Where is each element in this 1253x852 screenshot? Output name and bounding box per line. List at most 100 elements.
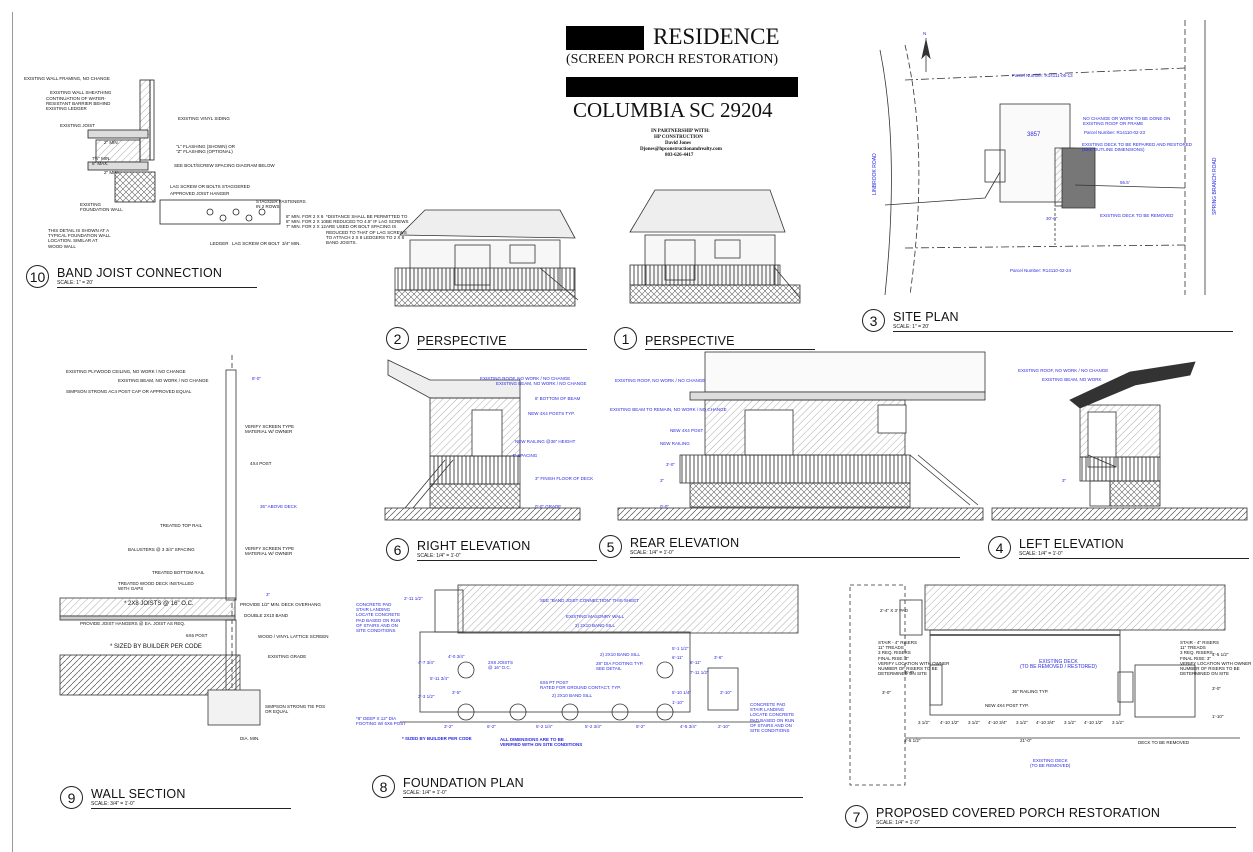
dimension: 4'-0 3/4"	[448, 654, 465, 659]
detail-name: REAR ELEVATION	[630, 536, 740, 550]
company-name: HP CONSTRUCTION	[654, 135, 703, 140]
note: BALUSTERS @ 3 3/4" SPACING	[128, 547, 195, 552]
partnership-label: IN PARTNERSHIP WITH:	[651, 129, 710, 134]
note: EXISTING DECK (TO BE REMOVED / RESTORED)	[1020, 659, 1097, 671]
dimension: 5'-2 1/4"	[536, 724, 553, 729]
left-elevation-drawing	[991, 361, 1248, 521]
note: EXISTING BEAM TO REMAIN, NO WORK / NO CH…	[610, 407, 727, 412]
note: 8" MIN. FOR 2 X 8 8" MIN. FOR 2 X 10 7" …	[286, 214, 326, 230]
porch-plan-drawing	[849, 584, 1240, 786]
note: * 2X8 JOISTS @ 16" O.C.	[124, 601, 194, 607]
note: ALL DIMENSIONS ARE TO BE VERIFIED WITH O…	[500, 737, 583, 748]
detail-name: LEFT ELEVATION	[1019, 537, 1124, 551]
dimension: 4'-5 3/4"	[680, 724, 697, 729]
note: PROVIDE JOIST HANGERS @ EA. JOIST AS REQ…	[80, 621, 186, 626]
dimension: 3 1/2"	[1112, 720, 1124, 725]
note: TREATED WOOD DECK INSTALLED WITH GAPS	[118, 581, 194, 592]
dimension: 4'-10 3/4"	[988, 720, 1007, 725]
note: SIMPSON STRONG TIE POS OR EQUAL	[265, 704, 326, 715]
detail-scale: SCALE: 1" = 20'	[893, 324, 929, 330]
note: TREATED BOTTOM RAIL	[152, 570, 205, 575]
parcel-label: Parcel Number: R14110-02-24	[1010, 268, 1071, 273]
note: STAIR - 4" RISERS 11" TREADS 3 REQ. RISE…	[878, 640, 950, 677]
detail-scale: SCALE: 1" = 20'	[57, 280, 93, 286]
parcel-label: Parcel Number: R14110-02-23	[1084, 130, 1145, 135]
note: STAGGER FASTENERS IN 2 ROWS	[256, 199, 306, 210]
note: EXISTING DECK (TO BE REMOVED)	[1030, 758, 1071, 769]
detail-name: RIGHT ELEVATION	[417, 539, 531, 553]
note: *8" DEEP X 12" DIA FOOTING W/ 6X6 POST	[356, 716, 407, 727]
dimension: 3'-10"	[720, 690, 732, 695]
note: CONTINUATION OF WATER- RESISTANT BARRIER…	[46, 96, 111, 112]
detail-name: PERSPECTIVE	[645, 334, 735, 348]
dimension: 5'-10 1/4"	[672, 690, 691, 695]
dimension: 3'-0"	[666, 462, 675, 467]
detail-name: WALL SECTION	[91, 787, 186, 801]
band-joist-drawing	[87, 79, 281, 225]
contact-email: Djones@hpconstructionandrealty.com	[640, 147, 722, 152]
dimension: 1'-10"	[1212, 714, 1224, 719]
detail-scale: SCALE: 1/4" = 1'-0"	[1019, 551, 1063, 557]
note: DOUBLE 2X10 BAND	[244, 613, 289, 618]
contact-phone: 803-626-4417	[665, 153, 694, 158]
note: EXISTING WALL SHEATHING	[50, 90, 112, 95]
note: WOOD / VINYL LATTICE SCREEN	[258, 634, 329, 639]
detail-scale: SCALE: 1/4" = 1'-0"	[876, 820, 920, 826]
note: NEW RAILING	[660, 441, 690, 446]
note: 6X6 PT POST RATED FOR GROUND CONTACT, TY…	[540, 680, 621, 691]
detail-number: 2	[386, 327, 409, 350]
dimension: 5'-11 3/4"	[430, 676, 449, 681]
redaction-bar	[566, 26, 644, 50]
detail-scale: SCALE: 1/4" = 1'-0"	[403, 790, 447, 796]
detail-name: PERSPECTIVE	[417, 334, 507, 348]
site-plan-drawing	[879, 20, 1206, 296]
note: 2'-4" X 3' PAD	[880, 608, 908, 613]
note: EXISTING ROOF, NO WORK / NO CHANGE	[480, 376, 571, 381]
note: APPROVED JOIST HANGER	[170, 191, 230, 196]
note: NEW 4X4 POST TYP.	[985, 703, 1029, 708]
note: EXISTING PLYWOOD CEILING, NO WORK / NO C…	[66, 369, 186, 374]
note: * SIZED BY BUILDER PER CODE	[110, 644, 202, 650]
detail-name: FOUNDATION PLAN	[403, 776, 524, 790]
note: SEE "BAND JOIST CONNECTION" THIS SHEET	[540, 598, 640, 603]
note: "L" FLASHING (SHOWN) OR "Z" FLASHING (OP…	[176, 144, 235, 155]
right-elevation-drawing	[384, 359, 581, 521]
note: EXISTING FOUNDATION WALL	[80, 202, 123, 213]
note: 8' BOTTOM OF BEAM	[535, 396, 581, 401]
dimension: 5'-2 3/4"	[585, 724, 602, 729]
detail-number: 6	[386, 538, 409, 561]
note: VERIFY SCREEN TYPE MATERIAL W/ OWNER	[245, 424, 295, 435]
detail-number: 8	[372, 775, 395, 798]
note: LEDGER	[210, 241, 229, 246]
note: PROVIDE 1/2" MIN. DECK OVERHANG	[240, 602, 321, 607]
detail-number: 5	[599, 535, 622, 558]
note: 4" SPACING	[512, 453, 538, 458]
detail-name: PROPOSED COVERED PORCH RESTORATION	[876, 806, 1161, 820]
dimension: 3 1/2"	[918, 720, 930, 725]
note: EXISTING DECK TO BE REPAIRED AND RESTORE…	[1082, 142, 1192, 153]
project-subtitle: (SCREEN PORCH RESTORATION)	[566, 52, 779, 67]
note: NEW 4X4 POST	[670, 428, 704, 433]
note: EXISTING DECK TO BE REMOVED	[1100, 213, 1174, 218]
note: EXISTING BEAM, NO WORK	[1042, 377, 1102, 382]
dimension: 7'-11 1/2"	[690, 670, 709, 675]
note: EXISTING ROOF, NO WORK / NO CHANGE	[1018, 368, 1109, 373]
note: 2) 2X10 BAND SILL	[575, 623, 616, 628]
detail-title: 1 PERSPECTIVE	[614, 327, 815, 350]
detail-scale: SCALE: 1/4" = 1'-0"	[417, 553, 461, 559]
dimension: 3'-5"	[452, 690, 461, 695]
detail-number: 10	[26, 265, 49, 288]
note: 36" RAILING TYP.	[1012, 689, 1049, 694]
dimension: 3'-6"	[714, 655, 723, 660]
rear-elevation-drawing	[617, 351, 986, 521]
road-label: SPRING BRANCH ROAD	[1212, 157, 1218, 215]
dimension: 3"	[1062, 478, 1067, 483]
note: 2" MIN.	[104, 170, 119, 175]
note: THIS DETAIL IS SHOWN AT A TYPICAL FOUNDA…	[48, 228, 111, 249]
dimension: 3 1/2"	[1064, 720, 1076, 725]
